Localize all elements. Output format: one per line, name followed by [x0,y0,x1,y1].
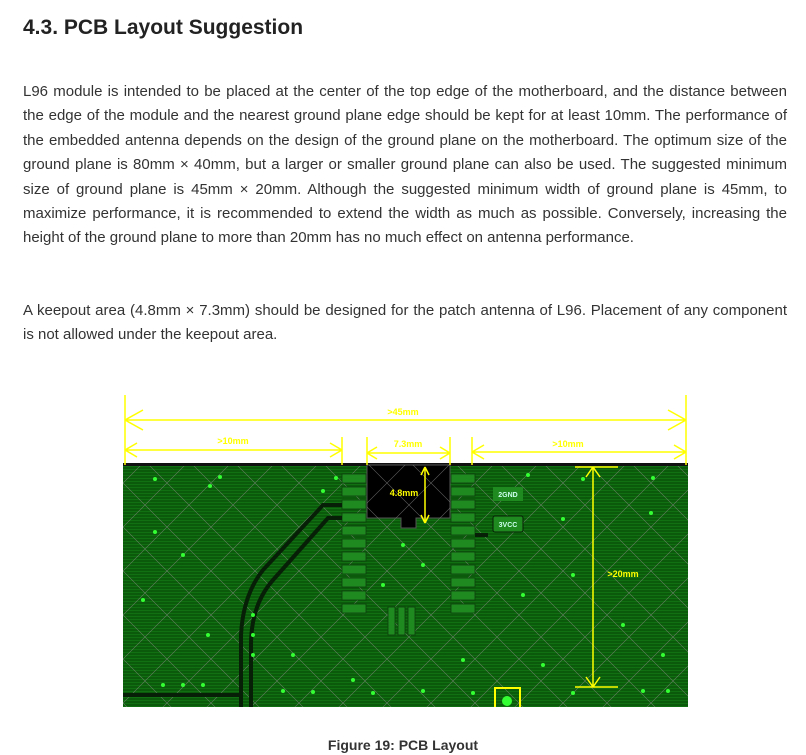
paragraph-ground-plane: L96 module is intended to be placed at t… [23,83,787,247]
vias [141,473,670,695]
section-heading: 4.3. PCB Layout Suggestion [23,16,304,39]
dimension-labels: >45mm >10mm 7.3mm >10mm 4.8mm >20mm [217,407,638,579]
traces [123,503,488,707]
pcb-layout-figure: 2GND 3VCC >45mm >10mm 7.3mm >1 [123,395,688,707]
module-pads [341,473,476,636]
svg-text:2GND: 2GND [498,492,517,499]
label-left-margin: >10mm [217,436,248,446]
keepout-area [366,464,451,529]
figure-caption: Figure 19: PCB Layout [327,737,479,753]
label-right-margin: >10mm [552,439,583,449]
label-total-width: >45mm [387,407,418,417]
dimension-lines [124,395,687,688]
label-keepout-width: 7.3mm [394,439,423,449]
vcc-pad: 3VCC [492,515,524,533]
gnd-pad: 2GND [493,487,523,501]
paragraph-keepout: A keepout area (4.8mm × 7.3mm) should be… [23,302,787,344]
label-board-height: >20mm [607,569,638,579]
antenna-feed-pad [494,687,521,707]
svg-text:3VCC: 3VCC [499,522,518,529]
label-keepout-height: 4.8mm [390,488,419,498]
